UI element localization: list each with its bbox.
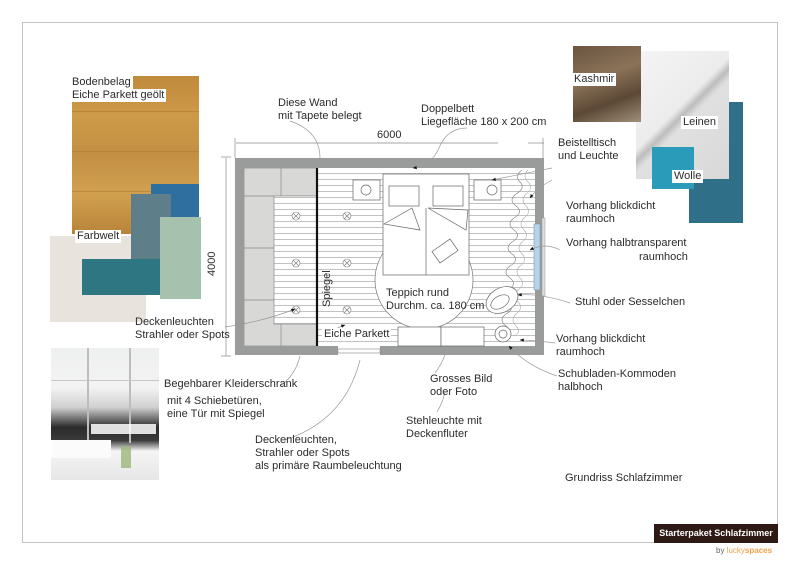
parquet-label: Eiche Parkett: [322, 328, 392, 341]
side-table-label-line1: Beistelltisch: [558, 137, 617, 149]
wardrobe-photo: [51, 348, 159, 480]
textile-label-leinen: Leinen: [681, 116, 719, 129]
rug-label-line2: Durchm. ca. 180 cm: [386, 300, 485, 312]
picture-label-line2: oder Foto: [430, 386, 478, 398]
side-table-label-line2: und Leuchte: [558, 150, 619, 162]
wall-paper-label-line2: mit Tapete belegt: [278, 110, 362, 122]
wardrobe-label-line3: eine Tür mit Spiegel: [167, 408, 265, 420]
ceiling-lights-main-line2: Strahler oder Spots: [255, 447, 350, 459]
window: [533, 223, 541, 291]
curtain-opaque-bottom-line1: Vorhang blickdicht: [556, 333, 646, 345]
curtain-opaque-top-line1: Vorhang blickdicht: [566, 200, 656, 212]
ceiling-spots: [291, 211, 352, 315]
curtain-opaque-top-line2: raumhoch: [566, 213, 615, 225]
textile-label-wolle: Wolle: [672, 170, 704, 183]
swatch-petrol: [82, 259, 162, 295]
dressers-label-line2: halbhoch: [558, 381, 603, 393]
ceiling-lights-wardrobe-line2: Strahler oder Spots: [135, 329, 230, 341]
dimension-width: 6000: [377, 129, 402, 141]
wardrobe-label-line2: mit 4 Schiebetüren,: [167, 395, 262, 407]
curtain-sheer-line1: Vorhang halbtransparent: [566, 237, 687, 249]
floor-lamp-label-line2: Deckenfluter: [406, 428, 468, 440]
curtain-plan: [501, 169, 523, 337]
bed-label-line1: Doppelbett: [421, 103, 475, 115]
floor-lamp-plan: [494, 325, 512, 343]
page-frame: [22, 22, 778, 543]
curtain-opaque-bottom-line2: raumhoch: [556, 346, 605, 358]
byline-by: by: [716, 546, 725, 555]
brand-byline: by luckyspaces: [716, 546, 772, 555]
floor-label-line1: Bodenbelag: [70, 76, 133, 89]
swatch-sage: [160, 217, 201, 299]
floor-lamp-label-line1: Stehleuchte mit: [406, 415, 482, 427]
palette-label: Farbwelt: [75, 230, 122, 243]
bed-plan: [382, 173, 470, 276]
dressers-plan: [397, 326, 485, 347]
floor-label-line2: Eiche Parkett geölt: [70, 89, 167, 102]
picture-label-line1: Grosses Bild: [430, 373, 493, 385]
brand-spaces: spaces: [744, 546, 773, 555]
ceiling-lights-main-line3: als primäre Raumbeleuchtung: [255, 460, 402, 472]
dimension-lines: [221, 138, 544, 357]
wardrobe-label-line1: Begehbarer Kleiderschrank: [164, 378, 298, 390]
page-title: Grundriss Schlafzimmer: [565, 472, 683, 484]
nightstands: [352, 179, 502, 201]
dressers-label-line1: Schubladen-Kommoden: [558, 368, 677, 380]
bed-label-line2: Liegefläche 180 x 200 cm: [421, 116, 547, 128]
ceiling-lights-main-line1: Deckenleuchten,: [255, 434, 337, 446]
curtain-sheer-line2: raumhoch: [639, 251, 688, 263]
chair-plan: [485, 286, 519, 314]
package-badge: Starterpaket Schlafzimmer: [654, 524, 778, 543]
dimension-depth: 4000: [206, 251, 218, 276]
chair-label: Stuhl oder Sesselchen: [575, 296, 686, 308]
mirror-label: Spiegel: [321, 270, 333, 307]
rug-label-line1: Teppich rund: [386, 287, 449, 299]
brand-lucky: lucky: [726, 546, 745, 555]
wardrobe-plan: [243, 167, 318, 347]
textile-label-kashmir: Kashmir: [572, 73, 617, 86]
ceiling-lights-wardrobe-line1: Deckenleuchten: [135, 316, 214, 328]
wall-paper-label-line1: Diese Wand: [278, 97, 338, 109]
